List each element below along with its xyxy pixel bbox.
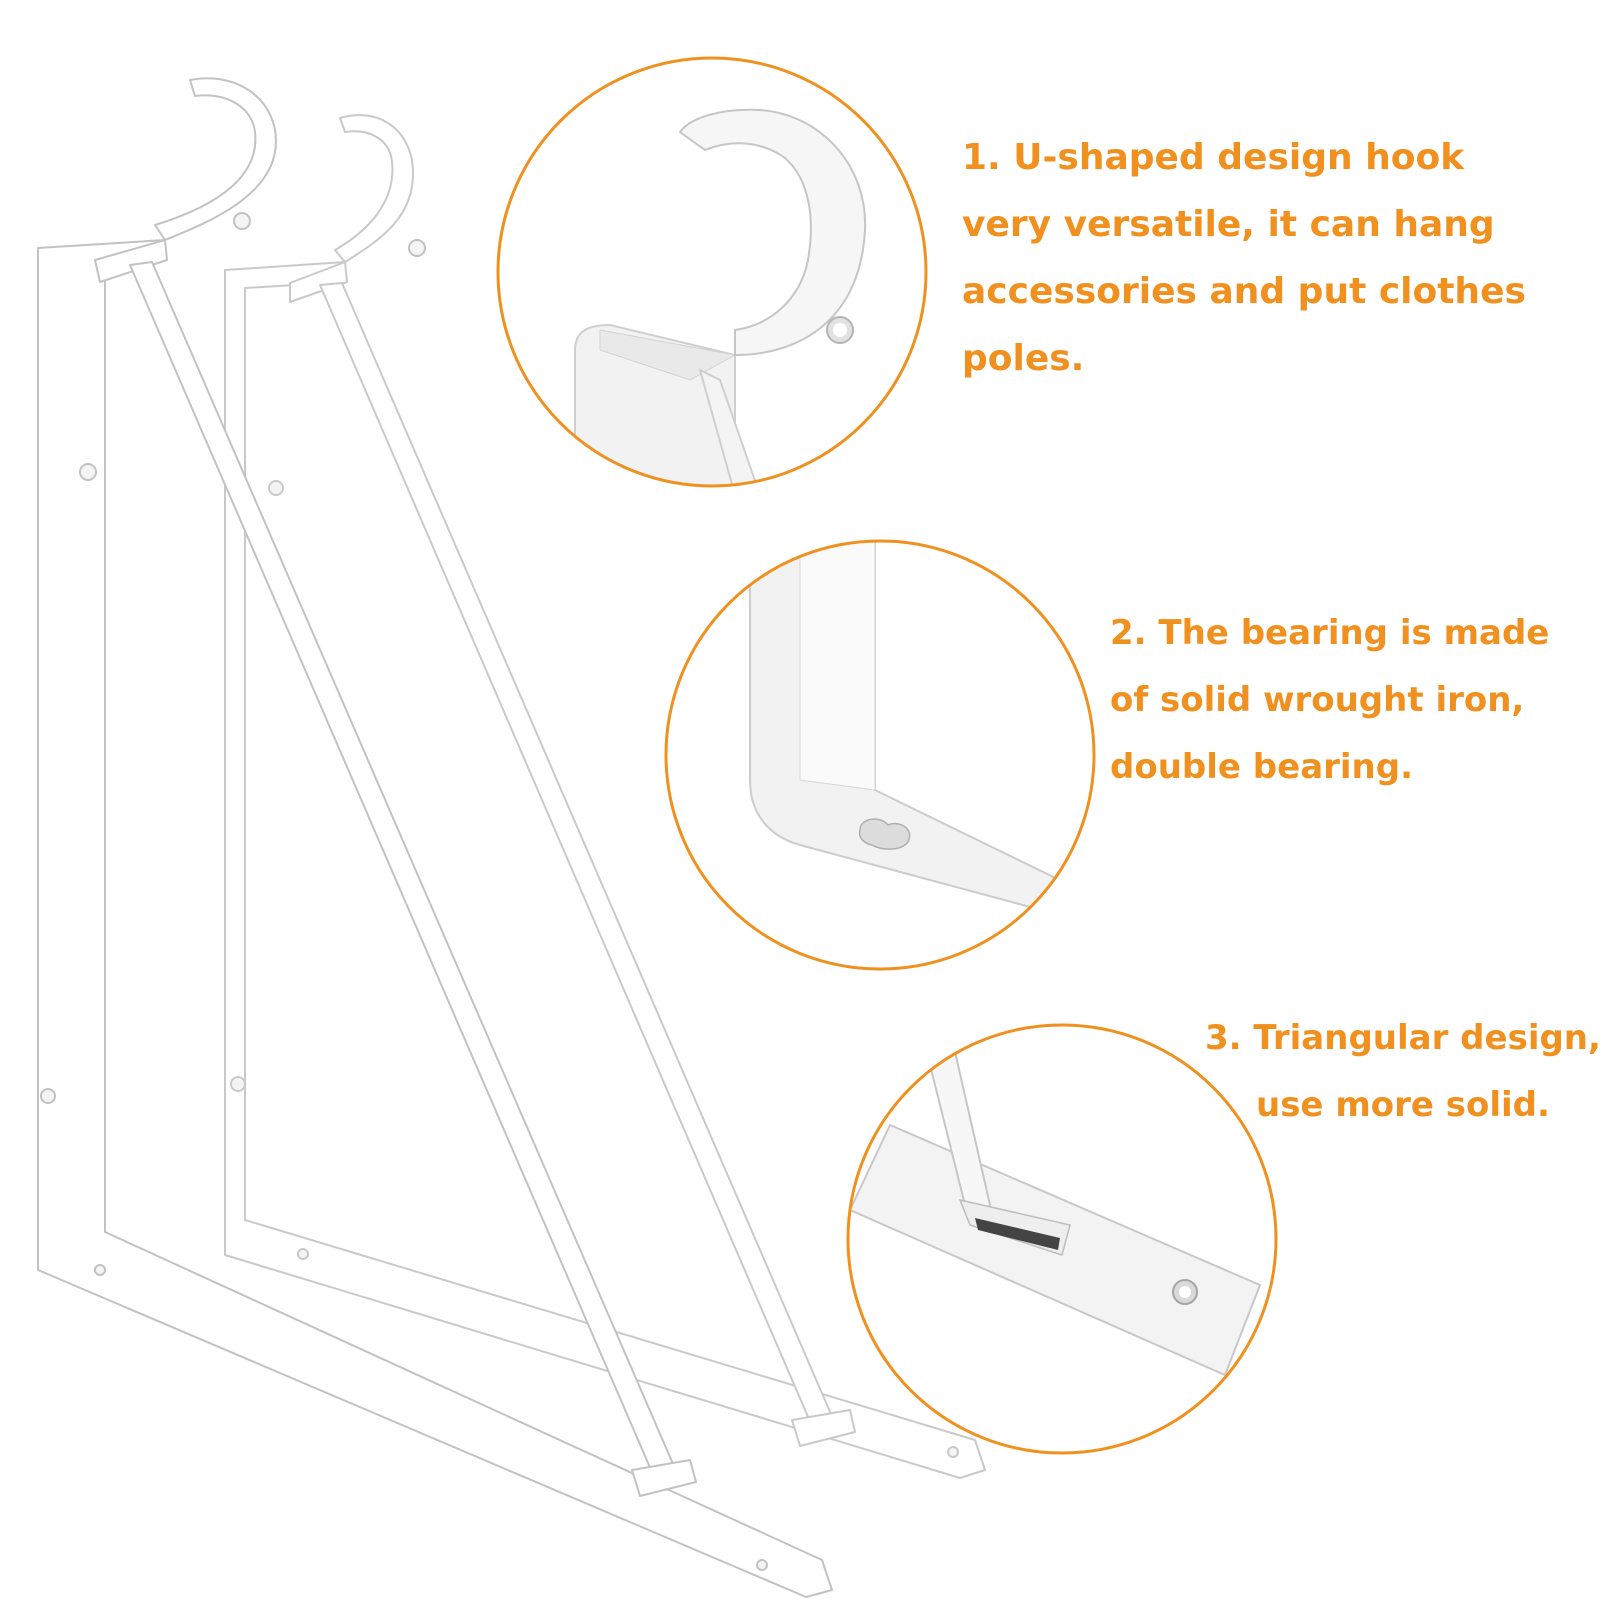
feature-1-line: accessories and put clothes — [962, 271, 1526, 312]
feature-2-line: double bearing. — [1110, 747, 1414, 787]
feature-3-line: use more solid. — [1255, 1085, 1550, 1125]
feature-2-line: 2. The bearing is made — [1110, 613, 1550, 653]
feature-1-line: very versatile, it can hang — [962, 204, 1495, 245]
feature-1-line: 1. U-shaped design hook — [962, 137, 1465, 178]
feature-3-line: 3. Triangular design, — [1205, 1018, 1600, 1058]
feature-2-text: 2. The bearing is made of solid wrought … — [1110, 600, 1549, 801]
feature-2-line: of solid wrought iron, — [1110, 680, 1525, 720]
shelf-bracket-front — [37, 77, 833, 1598]
feature-3-text: 3. Triangular design, use more solid. — [1205, 1005, 1600, 1139]
feature-1-text: 1. U-shaped design hook very versatile, … — [962, 124, 1526, 392]
feature-1-line: poles. — [962, 338, 1085, 379]
